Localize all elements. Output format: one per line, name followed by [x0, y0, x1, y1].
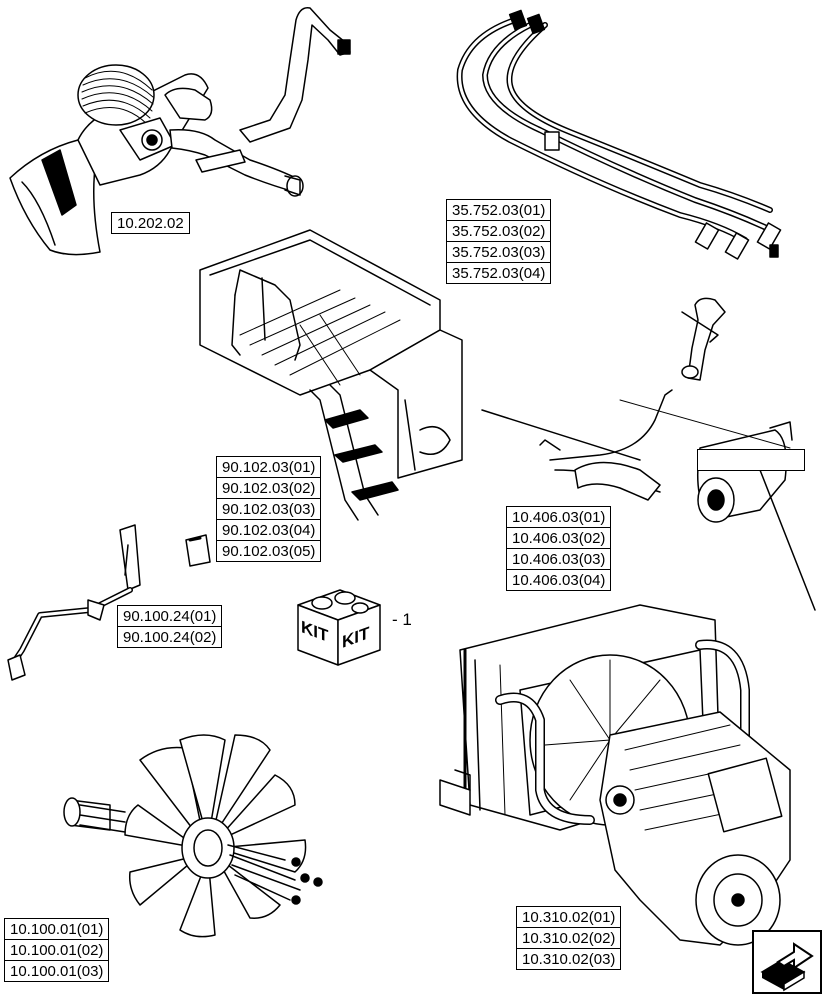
ref-group-engine-radiator: 10.310.02(01) 10.310.02(02) 10.310.02(03…: [516, 906, 622, 970]
kit-box-drawing: [297, 589, 381, 666]
ref-engine-radiator-3[interactable]: 10.310.02(03): [516, 948, 622, 970]
ref-group-hydraulic-lines: 35.752.03(01) 35.752.03(02) 35.752.03(03…: [446, 199, 552, 284]
kit-quantity: - 1: [392, 610, 412, 629]
ref-platform-steps-5[interactable]: 90.102.03(05): [216, 540, 322, 562]
ref-platform-steps-1[interactable]: 90.102.03(01): [216, 456, 322, 478]
ref-exhaust-4[interactable]: 10.406.03(04): [506, 569, 612, 591]
ref-engine-radiator-2[interactable]: 10.310.02(02): [516, 927, 622, 949]
ref-fan-1[interactable]: 10.100.01(01): [4, 918, 110, 940]
ref-platform-steps-4[interactable]: 90.102.03(04): [216, 519, 322, 541]
ref-bracket-1[interactable]: 90.100.24(01): [117, 605, 223, 627]
ref-air-intake-1[interactable]: 10.202.02: [111, 212, 190, 234]
platform-steps-drawing: [199, 229, 463, 521]
ref-exhaust-2[interactable]: 10.406.03(02): [506, 527, 612, 549]
ref-engine-radiator-1[interactable]: 10.310.02(01): [516, 906, 622, 928]
engine-radiator-drawing: [439, 604, 791, 946]
ref-group-exhaust: 10.406.03(01) 10.406.03(02) 10.406.03(03…: [506, 506, 612, 591]
ref-hydraulic-lines-1[interactable]: 35.752.03(01): [446, 199, 552, 221]
ref-group-bracket: 90.100.24(01) 90.100.24(02): [117, 605, 223, 648]
mounting-bracket-drawing: [7, 524, 141, 681]
ref-fan-3[interactable]: 10.100.01(03): [4, 960, 110, 982]
ref-hydraulic-lines-3[interactable]: 35.752.03(03): [446, 241, 552, 263]
ref-hydraulic-lines-2[interactable]: 35.752.03(02): [446, 220, 552, 242]
next-page-button[interactable]: [752, 930, 822, 994]
clip-part-drawing: [185, 534, 211, 567]
ref-exhaust-1[interactable]: 10.406.03(01): [506, 506, 612, 528]
ref-fan-2[interactable]: 10.100.01(02): [4, 939, 110, 961]
ref-bracket-2[interactable]: 90.100.24(02): [117, 626, 223, 648]
ref-group-air-intake: 10.202.02: [111, 212, 190, 234]
blank-label-box: [697, 449, 805, 471]
ref-platform-steps-2[interactable]: 90.102.03(02): [216, 477, 322, 499]
cooling-fan-drawing: [63, 734, 323, 938]
hydraulic-hoses-drawing: [456, 9, 782, 260]
ref-group-platform-steps: 90.102.03(01) 90.102.03(02) 90.102.03(03…: [216, 456, 322, 562]
ref-group-fan: 10.100.01(01) 10.100.01(02) 10.100.01(03…: [4, 918, 110, 982]
ref-exhaust-3[interactable]: 10.406.03(03): [506, 548, 612, 570]
ref-hydraulic-lines-4[interactable]: 35.752.03(04): [446, 262, 552, 284]
ref-platform-steps-3[interactable]: 90.102.03(03): [216, 498, 322, 520]
next-page-arrow-icon: [760, 942, 814, 992]
air-filter-drawing: [9, 7, 351, 256]
